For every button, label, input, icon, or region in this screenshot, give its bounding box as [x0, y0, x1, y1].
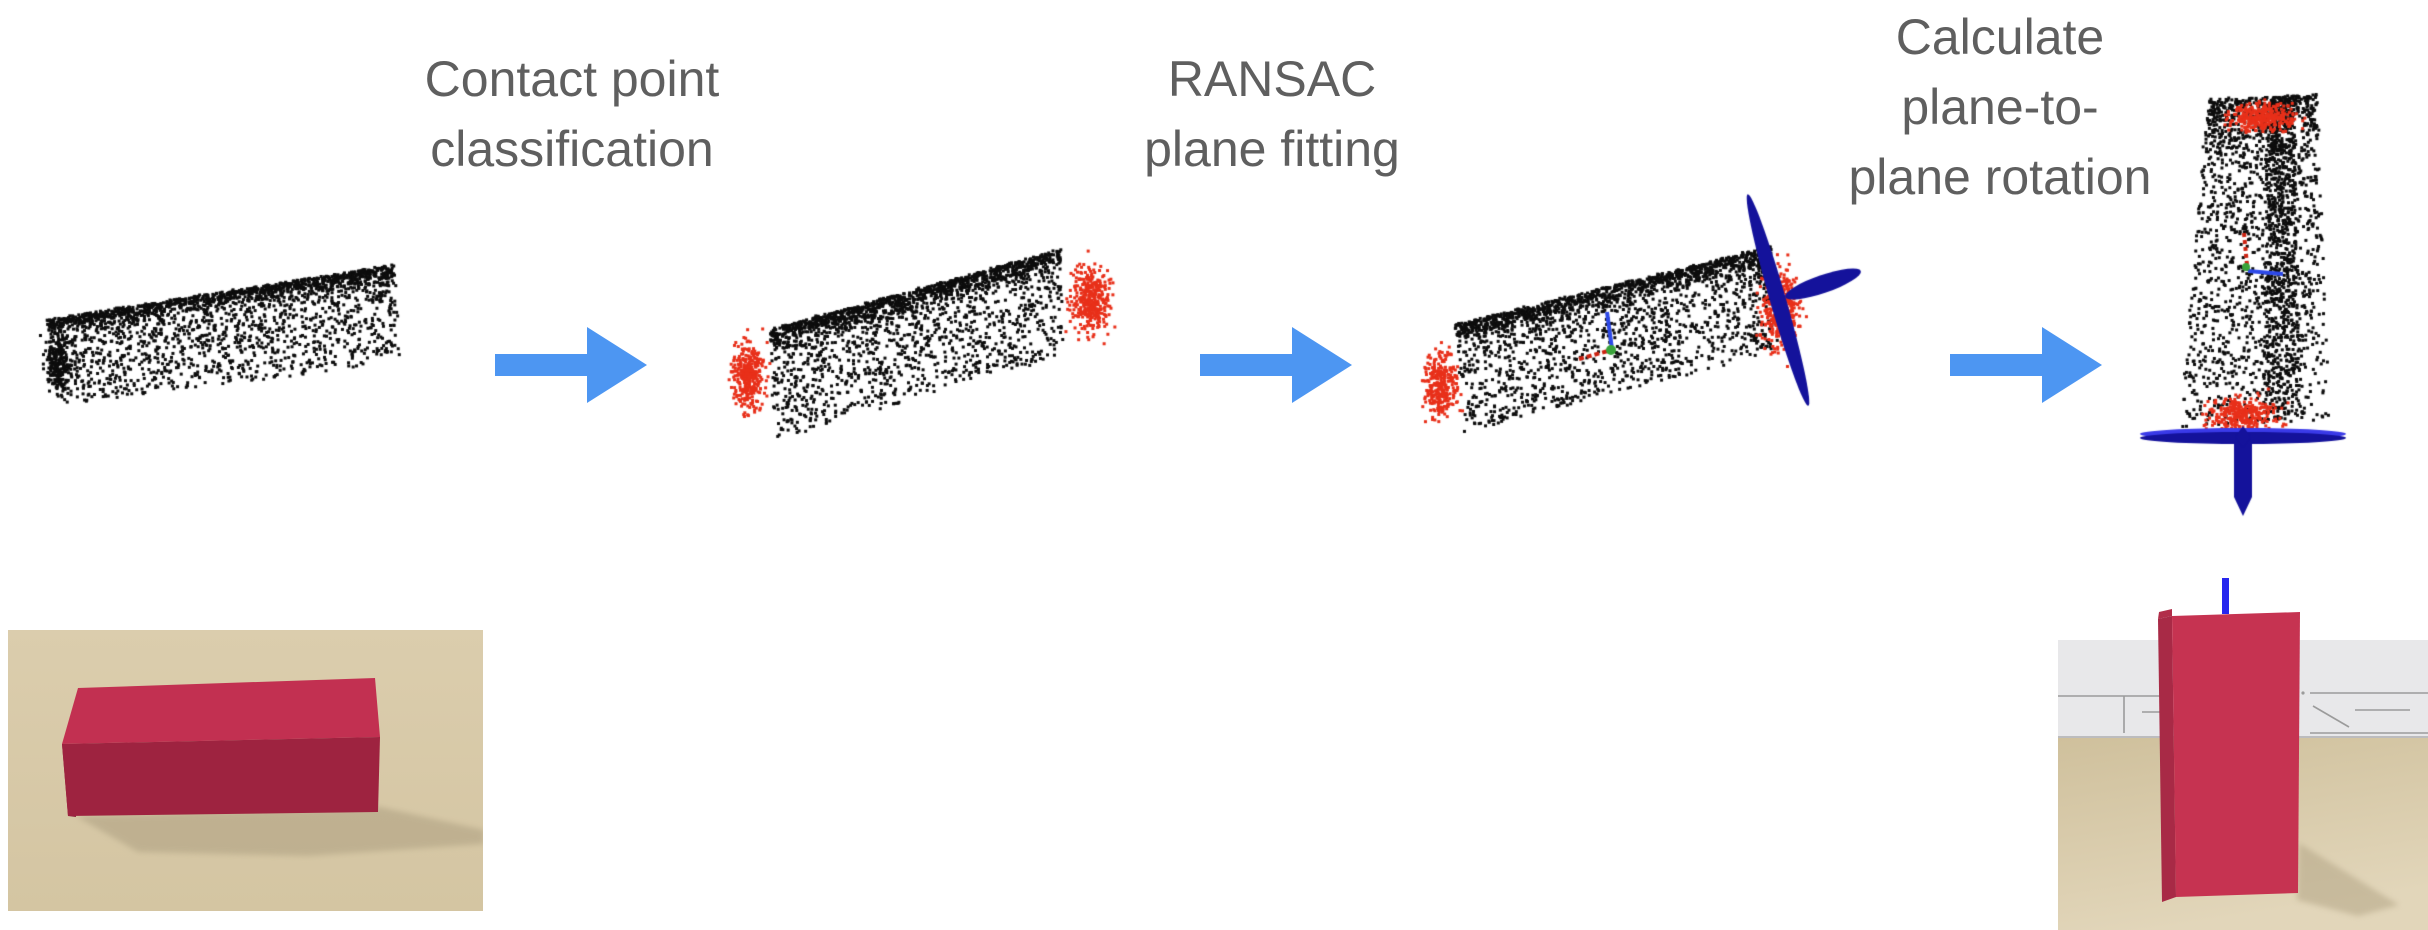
arrow-right-icon	[495, 327, 647, 403]
wall-sketch-lines	[2058, 691, 2428, 734]
sim-render-box-lying	[8, 630, 483, 911]
box-left-face	[2158, 616, 2176, 902]
box-shadow	[76, 807, 483, 856]
pointcloud-initial	[30, 240, 430, 440]
flow-arrow-icon	[495, 327, 647, 403]
arrow-right-icon	[1950, 327, 2102, 403]
pointcloud-contact-points	[695, 215, 1155, 465]
plane-normal-line	[2222, 578, 2229, 614]
flow-arrow-icon	[1200, 327, 1352, 403]
arrow-right-icon	[1200, 327, 1352, 403]
box-top-sliver	[2158, 609, 2172, 619]
box-front-face	[2172, 612, 2300, 897]
box-top-face	[62, 678, 380, 744]
step-label-ransac-plane-fitting: RANSAC plane fitting	[1144, 51, 1400, 177]
sim-render-box-upright	[2058, 575, 2428, 930]
pointcloud-rotated-upright	[2130, 85, 2428, 535]
pointcloud-fitted-plane	[1395, 185, 1885, 515]
step-label-contact-classification: Contact point classification	[424, 51, 720, 177]
step-label-plane-rotation: Calculate plane-to- plane rotation	[1848, 9, 2152, 205]
flow-arrow-icon	[1950, 327, 2102, 403]
box-front-face	[62, 737, 380, 816]
box-shadow	[2297, 843, 2399, 916]
